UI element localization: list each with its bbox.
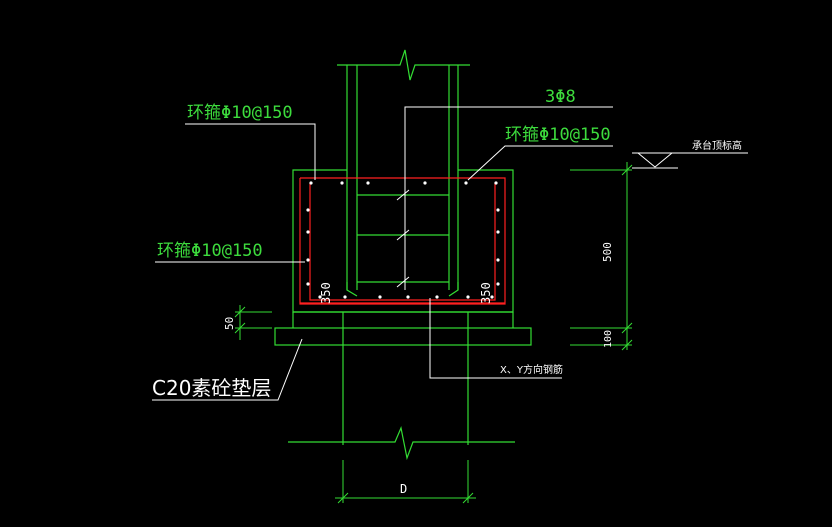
dim-50: 50 — [223, 317, 236, 330]
dim-100: 100 — [603, 330, 614, 348]
label-stirrup-left: 环箍Φ10@150 — [157, 241, 263, 261]
leader-stirrup-top-left — [185, 123, 316, 180]
dim-350-right: 350 — [479, 282, 493, 304]
leader-lines — [152, 106, 748, 401]
label-cushion-layer: C20素砼垫层 — [152, 376, 271, 400]
dimensions — [234, 162, 633, 504]
cushion-layer — [274, 327, 532, 346]
label-xy-rebar: X、Y方向钢筋 — [500, 363, 563, 376]
label-stirrup-top-right: 环箍Φ10@150 — [505, 125, 611, 145]
upper-column-break-line — [337, 49, 470, 81]
leader-stirrup-top-right — [467, 145, 613, 181]
dim-350-left: 350 — [319, 282, 333, 304]
label-cap-top-elevation: 承台顶标高 — [692, 139, 742, 152]
elevation-symbol — [637, 152, 673, 168]
dim-D: D — [400, 482, 407, 496]
leader-top-rebar — [404, 106, 613, 290]
lower-pile-break-line — [288, 425, 515, 461]
label-stirrup-top-left: 环箍Φ10@150 — [187, 103, 293, 123]
column-foot-right — [448, 282, 459, 297]
leader-cushion — [152, 338, 303, 401]
column-foot-left — [346, 282, 358, 297]
stirrup-cap-inner — [309, 183, 496, 301]
dim-500: 500 — [601, 242, 614, 262]
rebar-dots — [306, 181, 500, 299]
leader-xy-rebar — [429, 298, 562, 379]
label-top-rebar: 3Φ8 — [545, 87, 576, 107]
concrete-outline — [274, 49, 532, 461]
